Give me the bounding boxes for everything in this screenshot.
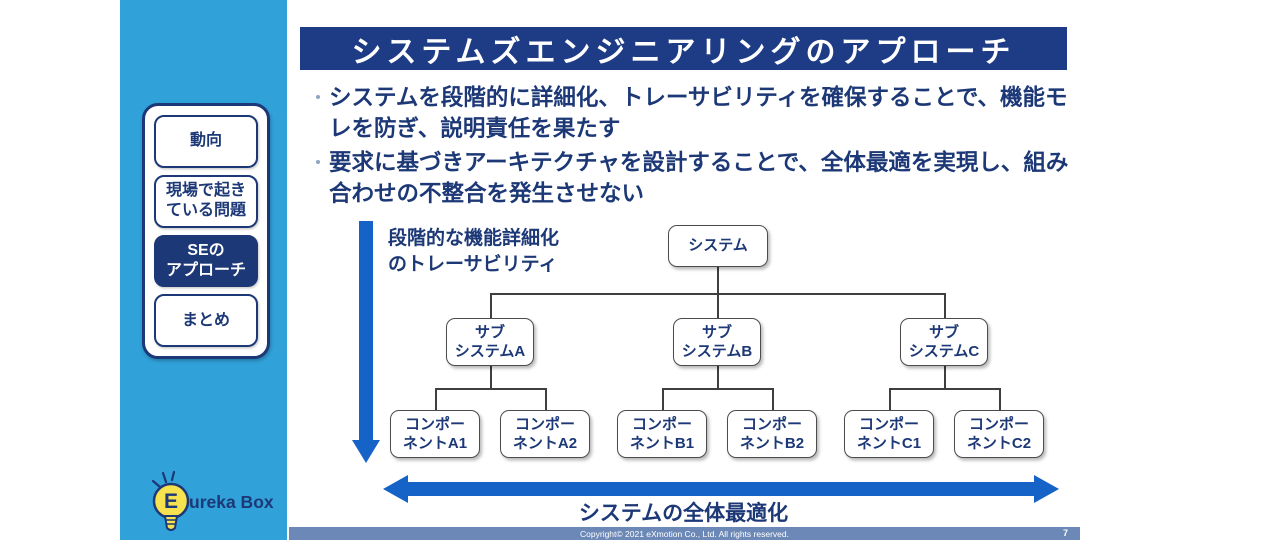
horizontal-arrow-label: システムの全体最適化 — [578, 502, 789, 525]
connector-line — [717, 293, 719, 318]
connector-line — [490, 293, 492, 318]
node-label: システム — [688, 237, 748, 255]
connector-line — [662, 388, 773, 390]
arrow-shaft — [359, 221, 373, 440]
node-label: コンポー — [404, 415, 465, 433]
bullet-item: システムを段階的に詳細化、トレーサビリティを確保することで、機能モレを防ぎ、説明… — [316, 82, 1080, 144]
bullet-text: システムを段階的に詳細化、トレーサビリティを確保することで、機能モレを防ぎ、説明… — [329, 85, 1068, 142]
logo-bulb-letter: E — [164, 490, 178, 513]
sidebar-item-label: アプローチ — [165, 261, 246, 279]
arrow-right-head-icon — [1034, 475, 1059, 503]
overall-optimization-arrow — [383, 475, 1059, 503]
node-label: コンポー — [858, 415, 919, 433]
node-label: ネントA1 — [402, 435, 468, 452]
node-subsystem-a: サブ システムA — [446, 318, 534, 366]
bullet-text: 要求に基づきアーキテクチャを設計することで、全体最適を実現し、組み合わせの不整合… — [329, 150, 1069, 207]
node-label: サブ — [474, 323, 505, 341]
sidebar-item-trends[interactable]: 動向 — [154, 115, 258, 168]
node-component-c1: コンポー ネントC1 — [844, 410, 934, 458]
sidebar-item-label: ている問題 — [165, 202, 246, 220]
connector-line — [889, 388, 1000, 390]
eureka-box-logo: E ureka Box — [151, 470, 274, 531]
lightbulb-base-icon — [163, 515, 179, 531]
node-subsystem-b: サブ システムB — [673, 318, 761, 366]
slide-title: システムズエンジニアリングのアプローチ — [300, 27, 1067, 70]
arrow-shaft — [407, 482, 1035, 496]
node-label: システムC — [908, 343, 980, 360]
sidebar-nav-panel: 動向 現場で起き ている問題 SEの アプローチ まとめ — [142, 103, 270, 359]
node-label: ネントB1 — [629, 435, 695, 452]
node-label: サブ — [701, 323, 732, 341]
connector-line — [772, 388, 774, 410]
connector-line — [435, 388, 437, 410]
node-label: ネントC2 — [966, 435, 1032, 452]
connector-line — [944, 366, 946, 388]
node-component-c2: コンポー ネントC2 — [954, 410, 1044, 458]
node-label: システムA — [454, 343, 526, 360]
sidebar-item-label: まとめ — [181, 311, 230, 329]
vertical-arrow-label-line: のトレーサビリティ — [388, 254, 558, 276]
node-component-b2: コンポー ネントB2 — [727, 410, 817, 458]
logo-text: ureka Box — [189, 492, 274, 512]
sidebar: 動向 現場で起き ている問題 SEの アプローチ まとめ — [120, 0, 287, 540]
arrow-down-head-icon — [352, 440, 380, 463]
connector-line — [662, 388, 664, 410]
sidebar-item-label: SEの — [187, 241, 225, 259]
copyright-text: Copyright© 2021 eXmotion Co., Ltd. All r… — [580, 528, 789, 539]
connector-line — [889, 388, 891, 410]
node-label: ネントB2 — [739, 435, 805, 452]
node-label: コンポー — [968, 415, 1029, 433]
node-component-a1: コンポー ネントA1 — [390, 410, 480, 458]
connector-line — [435, 388, 546, 390]
bullet-item: 要求に基づきアーキテクチャを設計することで、全体最適を実現し、組み合わせの不整合… — [316, 147, 1080, 209]
detail-traceability-arrow — [352, 221, 380, 463]
node-label: ネントC1 — [856, 435, 922, 452]
node-label: サブ — [928, 323, 959, 341]
node-label: システムB — [681, 343, 753, 360]
sidebar-item-summary[interactable]: まとめ — [154, 294, 258, 347]
node-subsystem-c: サブ システムC — [900, 318, 988, 366]
sidebar-item-label: 動向 — [189, 132, 222, 150]
footer-bar: Copyright© 2021 eXmotion Co., Ltd. All r… — [289, 527, 1080, 540]
bullet-dot-icon — [316, 95, 320, 99]
node-component-a2: コンポー ネントA2 — [500, 410, 590, 458]
vertical-arrow-label-line: 段階的な機能詳細化 — [388, 228, 560, 249]
node-label: コンポー — [631, 415, 692, 433]
node-label: コンポー — [514, 415, 575, 433]
bullet-list: システムを段階的に詳細化、トレーサビリティを確保することで、機能モレを防ぎ、説明… — [316, 82, 1080, 212]
connector-line — [717, 366, 719, 388]
page-number: 7 — [1062, 528, 1068, 538]
node-label: ネントA2 — [512, 435, 578, 452]
arrow-left-head-icon — [383, 475, 408, 503]
connector-line — [717, 267, 719, 293]
connector-line — [944, 293, 946, 318]
sidebar-item-label: 現場で起き — [165, 182, 246, 200]
bullet-dot-icon — [316, 160, 320, 165]
connector-line — [545, 388, 547, 410]
connector-line — [999, 388, 1001, 410]
sidebar-item-se-approach[interactable]: SEの アプローチ — [154, 234, 258, 288]
node-system: システム — [668, 225, 768, 267]
connector-line — [490, 366, 492, 388]
node-label: コンポー — [741, 415, 802, 433]
node-component-b1: コンポー ネントB1 — [617, 410, 707, 458]
sidebar-item-field-problems[interactable]: 現場で起き ている問題 — [154, 174, 258, 228]
vertical-arrow-label: 段階的な機能詳細化 のトレーサビリティ — [388, 226, 559, 278]
lightbulb-rays-icon — [151, 470, 176, 489]
